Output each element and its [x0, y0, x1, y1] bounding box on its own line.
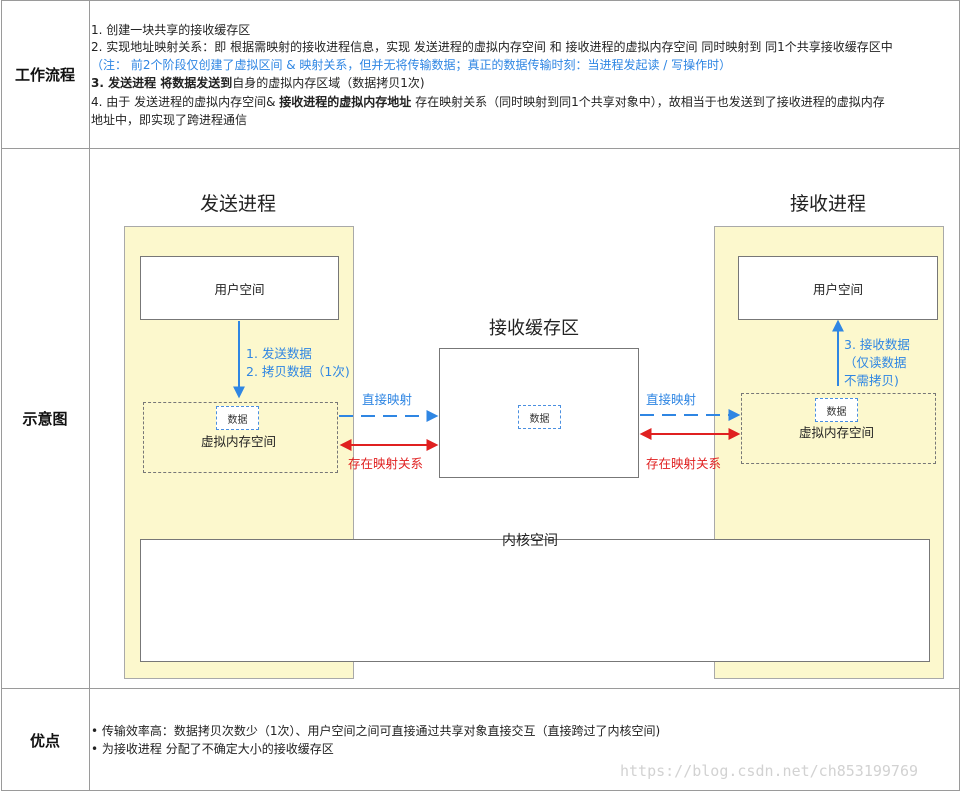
watermark: https://blog.csdn.net/ch853199769: [620, 762, 919, 780]
advantage-1: • 传输效率高：数据拷贝次数少（1次）、用户空间之间可直接通过共享对象直接交互（…: [91, 724, 661, 738]
workflow-label: 工作流程: [14, 65, 75, 84]
row-divider-2: [1, 688, 960, 689]
sender-data-tag: 数据: [216, 406, 259, 430]
mapping-left-label: 存在映射关系: [348, 456, 424, 471]
receiver-title: 接收进程: [790, 193, 867, 215]
receive-note-2: 不需拷贝): [844, 373, 899, 388]
column-divider: [89, 0, 90, 791]
workflow-step-1: 1. 创建一块共享的接收缓存区: [91, 23, 251, 37]
sender-virtual-memory: [143, 402, 338, 473]
advantage-2: • 为接收进程 分配了不确定大小的接收缓存区: [91, 742, 334, 756]
send-step-1: 1. 发送数据: [246, 346, 312, 361]
buffer-data-tag: 数据: [518, 405, 561, 429]
direct-map-left-label: 直接映射: [362, 392, 413, 407]
workflow-step-4-cont: 地址中，即实现了跨进程通信: [91, 113, 248, 127]
advantages-label: 优点: [29, 731, 60, 750]
workflow-step-4-c: 存在映射关系（同时映射到同1个共享对象中），故相当于也发送到了接收进程的虚拟内存: [411, 95, 885, 109]
send-step-2: 2. 拷贝数据（1次): [246, 364, 350, 379]
workflow-step-4: 4. 由于 发送进程的虚拟内存空间& 接收进程的虚拟内存地址 存在映射关系（同时…: [91, 94, 885, 110]
workflow-step-4-b: 接收进程的虚拟内存地址: [279, 95, 412, 109]
workflow-step-3-bold: 3. 发送进程 将数据发送到: [91, 76, 233, 90]
row-divider-1: [1, 148, 960, 149]
receiver-virtual-memory-label: 虚拟内存空间: [799, 425, 875, 440]
receiver-user-space: 用户空间: [738, 256, 938, 320]
kernel-space-label: 内核空间: [502, 533, 558, 549]
workflow-step-4-a: 4. 由于 发送进程的虚拟内存空间&: [91, 95, 280, 109]
diagram-label: 示意图: [22, 410, 68, 428]
workflow-note: （注： 前2个阶段仅创建了虚拟区间 & 映射关系，但并无将传输数据；真正的数据传…: [91, 58, 732, 72]
sender-user-space-label: 用户空间: [214, 281, 265, 297]
workflow-step-3: 3. 发送进程 将数据发送到自身的虚拟内存区域（数据拷贝1次): [91, 75, 425, 91]
receiver-virtual-memory: [741, 393, 936, 464]
receive-step-3: 3. 接收数据: [844, 337, 910, 352]
workflow-step-3-rest: 自身的虚拟内存区域（数据拷贝1次): [232, 76, 425, 90]
buffer-title: 接收缓存区: [489, 318, 579, 339]
sender-title: 发送进程: [200, 193, 277, 215]
receiver-user-space-label: 用户空间: [812, 281, 863, 297]
direct-map-right-label: 直接映射: [646, 392, 697, 407]
mapping-right-label: 存在映射关系: [646, 456, 722, 471]
kernel-space: [140, 539, 930, 662]
receiver-data-tag: 数据: [815, 398, 858, 422]
sender-user-space: 用户空间: [140, 256, 339, 320]
workflow-step-2: 2. 实现地址映射关系：即 根据需映射的接收进程信息，实现 发送进程的虚拟内存空…: [91, 40, 893, 54]
sender-virtual-memory-label: 虚拟内存空间: [201, 434, 277, 449]
receive-note-1: （仅读数据: [844, 355, 907, 370]
